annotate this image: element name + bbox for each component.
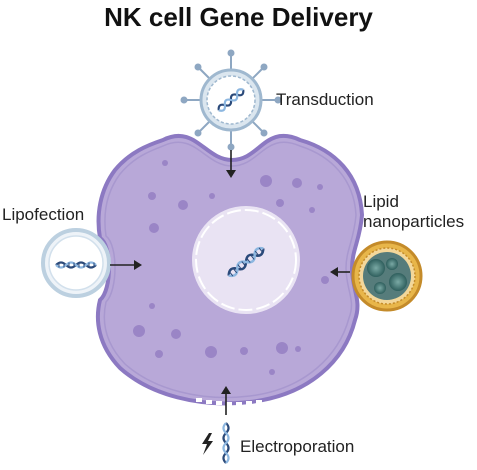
- nuclear-envelope: [195, 209, 297, 311]
- lipofection-vesicle: [41, 228, 111, 298]
- label-electroporation: Electroporation: [240, 437, 355, 456]
- label-lipid-line2: nanoparticles: [363, 212, 465, 231]
- cell-organelles: [133, 160, 329, 375]
- virus-icon: [180, 49, 282, 151]
- nk-cell-membrane-inner: [103, 141, 357, 399]
- lipid-nanoparticle-icon: [351, 240, 423, 312]
- diagram-title: NK cell Gene Delivery: [104, 2, 373, 32]
- lightning-bolt-icon: [202, 433, 213, 455]
- arrows: [110, 150, 350, 415]
- label-lipid-line1: Lipid: [363, 192, 399, 211]
- label-lipofection: Lipofection: [2, 205, 85, 224]
- arrow-transduction-icon: [226, 150, 236, 178]
- arrow-electroporation-icon: [221, 386, 231, 415]
- label-transduction: Transduction: [276, 90, 374, 109]
- electroporation-dna-icon: [222, 422, 230, 464]
- arrow-lipid-icon: [330, 267, 350, 277]
- label-lipid-nanoparticles: Lipid nanoparticles: [363, 192, 464, 232]
- arrow-lipofection-icon: [110, 260, 142, 270]
- lipofection-dna-icon: [55, 261, 97, 269]
- nucleus-dna-icon: [227, 246, 265, 278]
- electroporation-pores: [196, 398, 262, 406]
